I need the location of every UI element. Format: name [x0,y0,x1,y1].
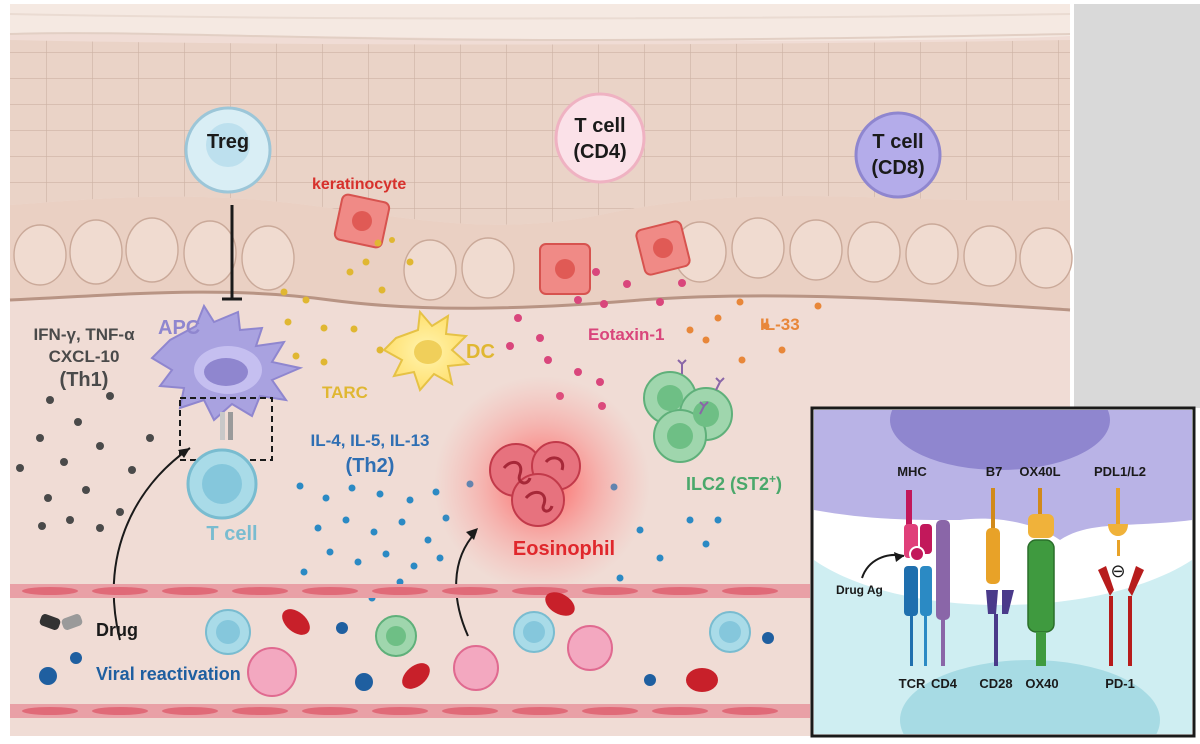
inset-cd4: CD4 [931,676,958,691]
th1-dots [16,392,154,532]
receptor-inset: MHC B7 OX40L PDL1/L2 [810,406,1196,738]
cd28-molecule [986,590,1014,666]
inset-tcr: TCR [899,676,926,691]
tcell-cd4: T cell (CD4) [554,92,646,184]
th1-label-1: IFN-γ, TNF-α [33,325,135,344]
tcell-cd8: T cell (CD8) [854,111,942,199]
inset-mhc: MHC [897,464,927,479]
blood-vessel [10,584,810,718]
th1-label-2: CXCL-10 [49,347,120,366]
blood-cells [205,592,751,697]
pd1-molecule [1098,566,1144,666]
b7-molecule [986,488,1000,584]
ilc2-label: ILC2 (ST2+) [686,472,782,494]
inset-ox40: OX40 [1025,676,1058,691]
inset-pdl: PDL1/L2 [1094,464,1146,479]
inset-b7: B7 [986,464,1003,479]
inhibit-symbol: ⊖ [1110,561,1125,581]
ox40l-molecule [1028,488,1054,538]
treg-label: Treg [207,131,249,153]
epidermis-spinous-layer [10,40,1070,225]
dc-label: DC [466,341,495,363]
viral-label: Viral reactivation [96,664,241,684]
tcell-label: T cell [206,523,257,545]
dc-cell [382,309,471,392]
ilc2-label-close: ) [776,474,782,494]
eosinophil-cells [489,441,581,527]
keratinocyte-label: keratinocyte [312,176,406,193]
stratum-corneum [10,4,1070,41]
tcell-cd8-label-2: (CD8) [871,157,924,179]
inset-ox40l: OX40L [1019,464,1060,479]
ilc2-label-main: ILC2 (ST2 [686,474,769,494]
inset-pd1: PD-1 [1105,676,1135,691]
tarc-label: TARC [322,383,368,402]
treg-cell: Treg [184,106,272,194]
th1-label: IFN-γ, TNF-α CXCL-10 (Th1) [33,325,135,391]
drug-arrow [112,447,191,641]
drug-pills [39,614,83,630]
eosinophil-arrow [455,531,477,637]
tarc-dots [280,237,414,366]
apc-cell [150,303,304,422]
tcell-lower [186,448,258,520]
apc-label: APC [158,317,200,339]
drug-label: Drug [96,620,138,640]
ilc2-label-sup: + [769,472,776,486]
cd4-molecule [936,520,950,666]
eotaxin-label: Eotaxin-1 [588,325,665,344]
virus-icons [39,622,774,691]
th2-label-1: IL-4, IL-5, IL-13 [310,431,429,450]
pdl-molecule [1108,488,1128,556]
il33-dots [686,298,822,364]
inset-drug-ag: Drug Ag [836,583,883,597]
ilc2-cells [643,359,733,463]
th1-label-3: (Th1) [60,369,109,391]
tcell-cd4-label-2: (CD4) [573,141,626,163]
tcell-cd4-label-1: T cell [574,115,625,137]
il33-label: IL-33 [760,315,800,334]
mhc-molecule [904,490,932,562]
th2-label-2: (Th2) [346,455,395,477]
eosinophil-label: Eosinophil [513,538,615,560]
inset-cd28: CD28 [979,676,1012,691]
keratinocyte-cell [333,193,691,295]
tcell-cd8-label-1: T cell [872,131,923,153]
tcr-molecule [904,566,932,666]
ox40-molecule [1027,539,1055,666]
